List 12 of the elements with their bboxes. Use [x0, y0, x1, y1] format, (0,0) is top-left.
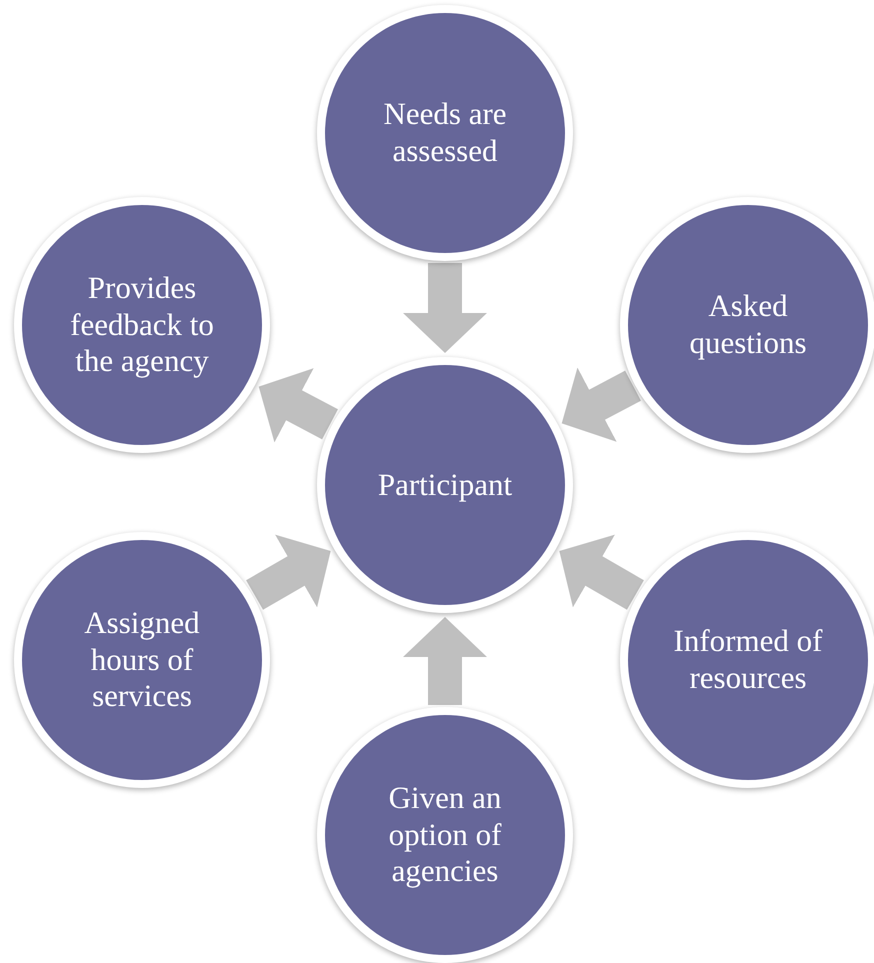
node-label: Participant: [378, 466, 512, 504]
node-label: Given an option of agencies: [388, 780, 502, 890]
block-arrow: [559, 534, 644, 610]
node-label: Informed of resources: [672, 623, 824, 697]
block-arrow: [403, 263, 487, 353]
block-arrow: [403, 617, 487, 705]
node-label: Needs are assessed: [382, 96, 508, 170]
node-label: Provides feedback to the agency: [69, 270, 215, 380]
node-label: Assigned hours of services: [83, 605, 201, 715]
block-arrow: [258, 368, 338, 442]
node-label: Asked questions: [688, 288, 808, 362]
block-arrow: [562, 368, 641, 442]
